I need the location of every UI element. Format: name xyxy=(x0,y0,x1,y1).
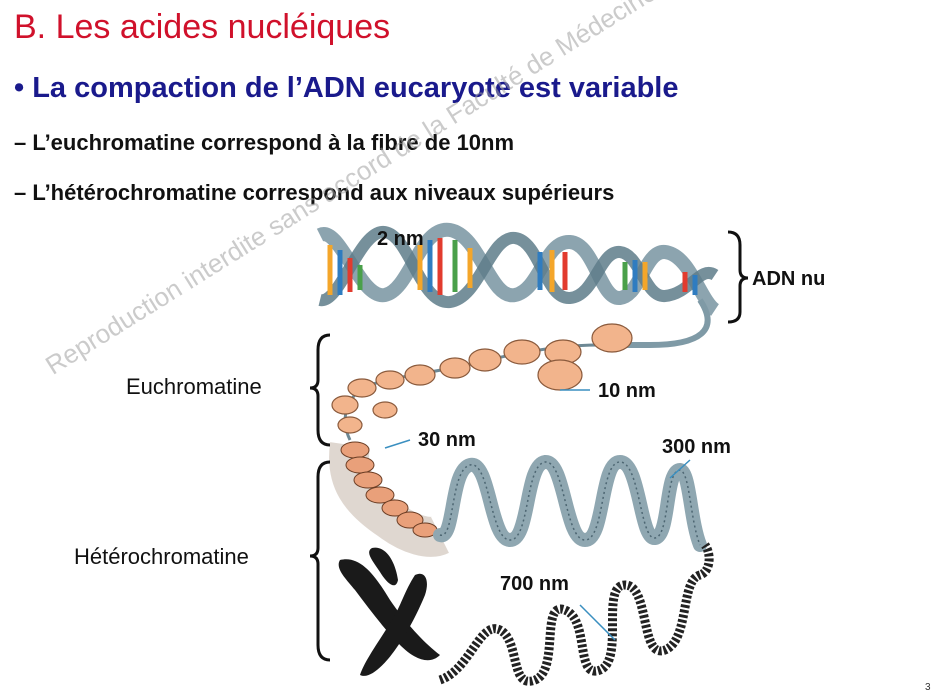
dna-double-helix xyxy=(316,222,720,348)
naked-dna-bracket xyxy=(727,230,749,324)
solenoid-fiber-30nm xyxy=(329,439,449,557)
main-bullet: • La compaction de l’ADN eucaryote est v… xyxy=(14,72,679,104)
sub-point-euchromatin: – L’euchromatine correspond à la fibre d… xyxy=(14,130,515,155)
looped-fiber-300nm xyxy=(433,454,707,552)
label-700nm: 700 nm xyxy=(500,573,569,595)
slide-title: B. Les acides nucléiques xyxy=(14,8,391,46)
label-30nm: 30 nm xyxy=(418,429,476,451)
heterochromatin-bracket xyxy=(309,460,331,662)
condensed-fiber-700nm xyxy=(438,542,714,686)
page-number: 3 xyxy=(925,682,931,693)
label-naked-dna: ADN nu xyxy=(752,268,826,290)
metaphase-chromosome-icon xyxy=(338,547,440,676)
label-2nm: 2 nm xyxy=(377,228,424,250)
nucleosome-chain xyxy=(331,323,633,441)
label-heterochromatin: Hétérochromatine xyxy=(74,544,249,569)
label-euchromatin: Euchromatine xyxy=(126,374,262,399)
euchromatin-bracket xyxy=(309,333,331,447)
label-10nm: 10 nm xyxy=(598,380,656,402)
sub-point-heterochromatin: – L’hétérochromatine correspond aux nive… xyxy=(14,180,615,205)
label-300nm: 300 nm xyxy=(662,436,731,458)
